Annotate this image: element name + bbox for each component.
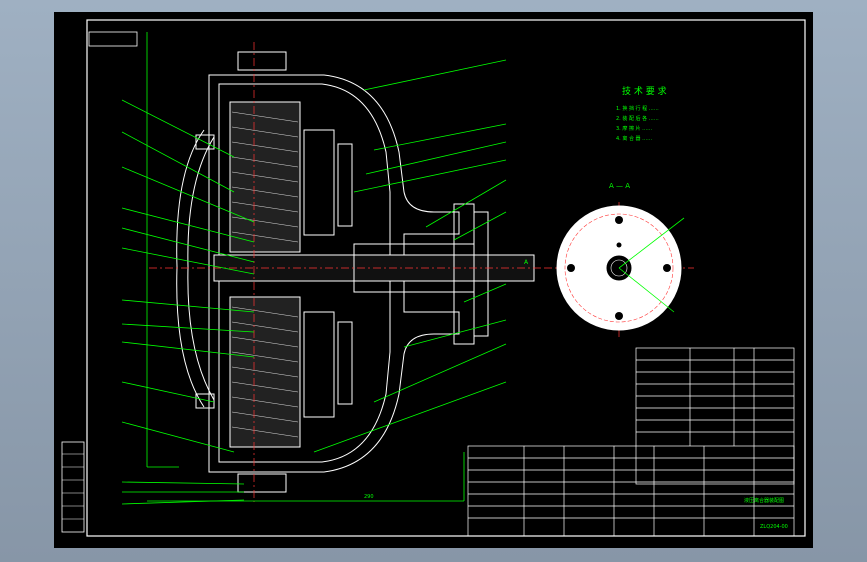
- outer-frame: [86, 19, 806, 537]
- tech-req-title: 技 术 要 求: [622, 85, 667, 97]
- section-hatch: [231, 111, 299, 438]
- tech-req-line-3: 3. 摩 擦 片 ……: [616, 125, 652, 132]
- dimension-label: 290: [364, 494, 374, 500]
- side-block: [61, 441, 85, 533]
- section-a-a-view: A — A A: [524, 182, 685, 331]
- clutch-section-view: [176, 51, 535, 493]
- corner-box: [88, 31, 138, 47]
- title-block: [467, 347, 795, 537]
- section-label: A — A: [609, 182, 630, 190]
- leader-lines: [121, 32, 507, 505]
- drawing-title: 液压离合器装配图: [744, 497, 784, 504]
- tech-req-line-1: 1. 换 挡 行 程 ……: [616, 105, 659, 112]
- drawing-number: ZLQ204-00: [760, 524, 788, 530]
- tech-req-line-4: 4. 离 合 器 ……: [616, 135, 652, 142]
- drawing-sheet: 290 技 术 要 求 1. 换 挡 行 程 …… 2. 装 配 后 各 …… …: [54, 12, 813, 548]
- view-arrow-label: A: [524, 259, 529, 266]
- assembly-drawing: 290 技 术 要 求 1. 换 挡 行 程 …… 2. 装 配 后 各 …… …: [61, 19, 806, 537]
- technical-requirements: 技 术 要 求 1. 换 挡 行 程 …… 2. 装 配 后 各 …… 3. 摩…: [616, 85, 667, 142]
- tech-req-line-2: 2. 装 配 后 各 ……: [616, 115, 659, 122]
